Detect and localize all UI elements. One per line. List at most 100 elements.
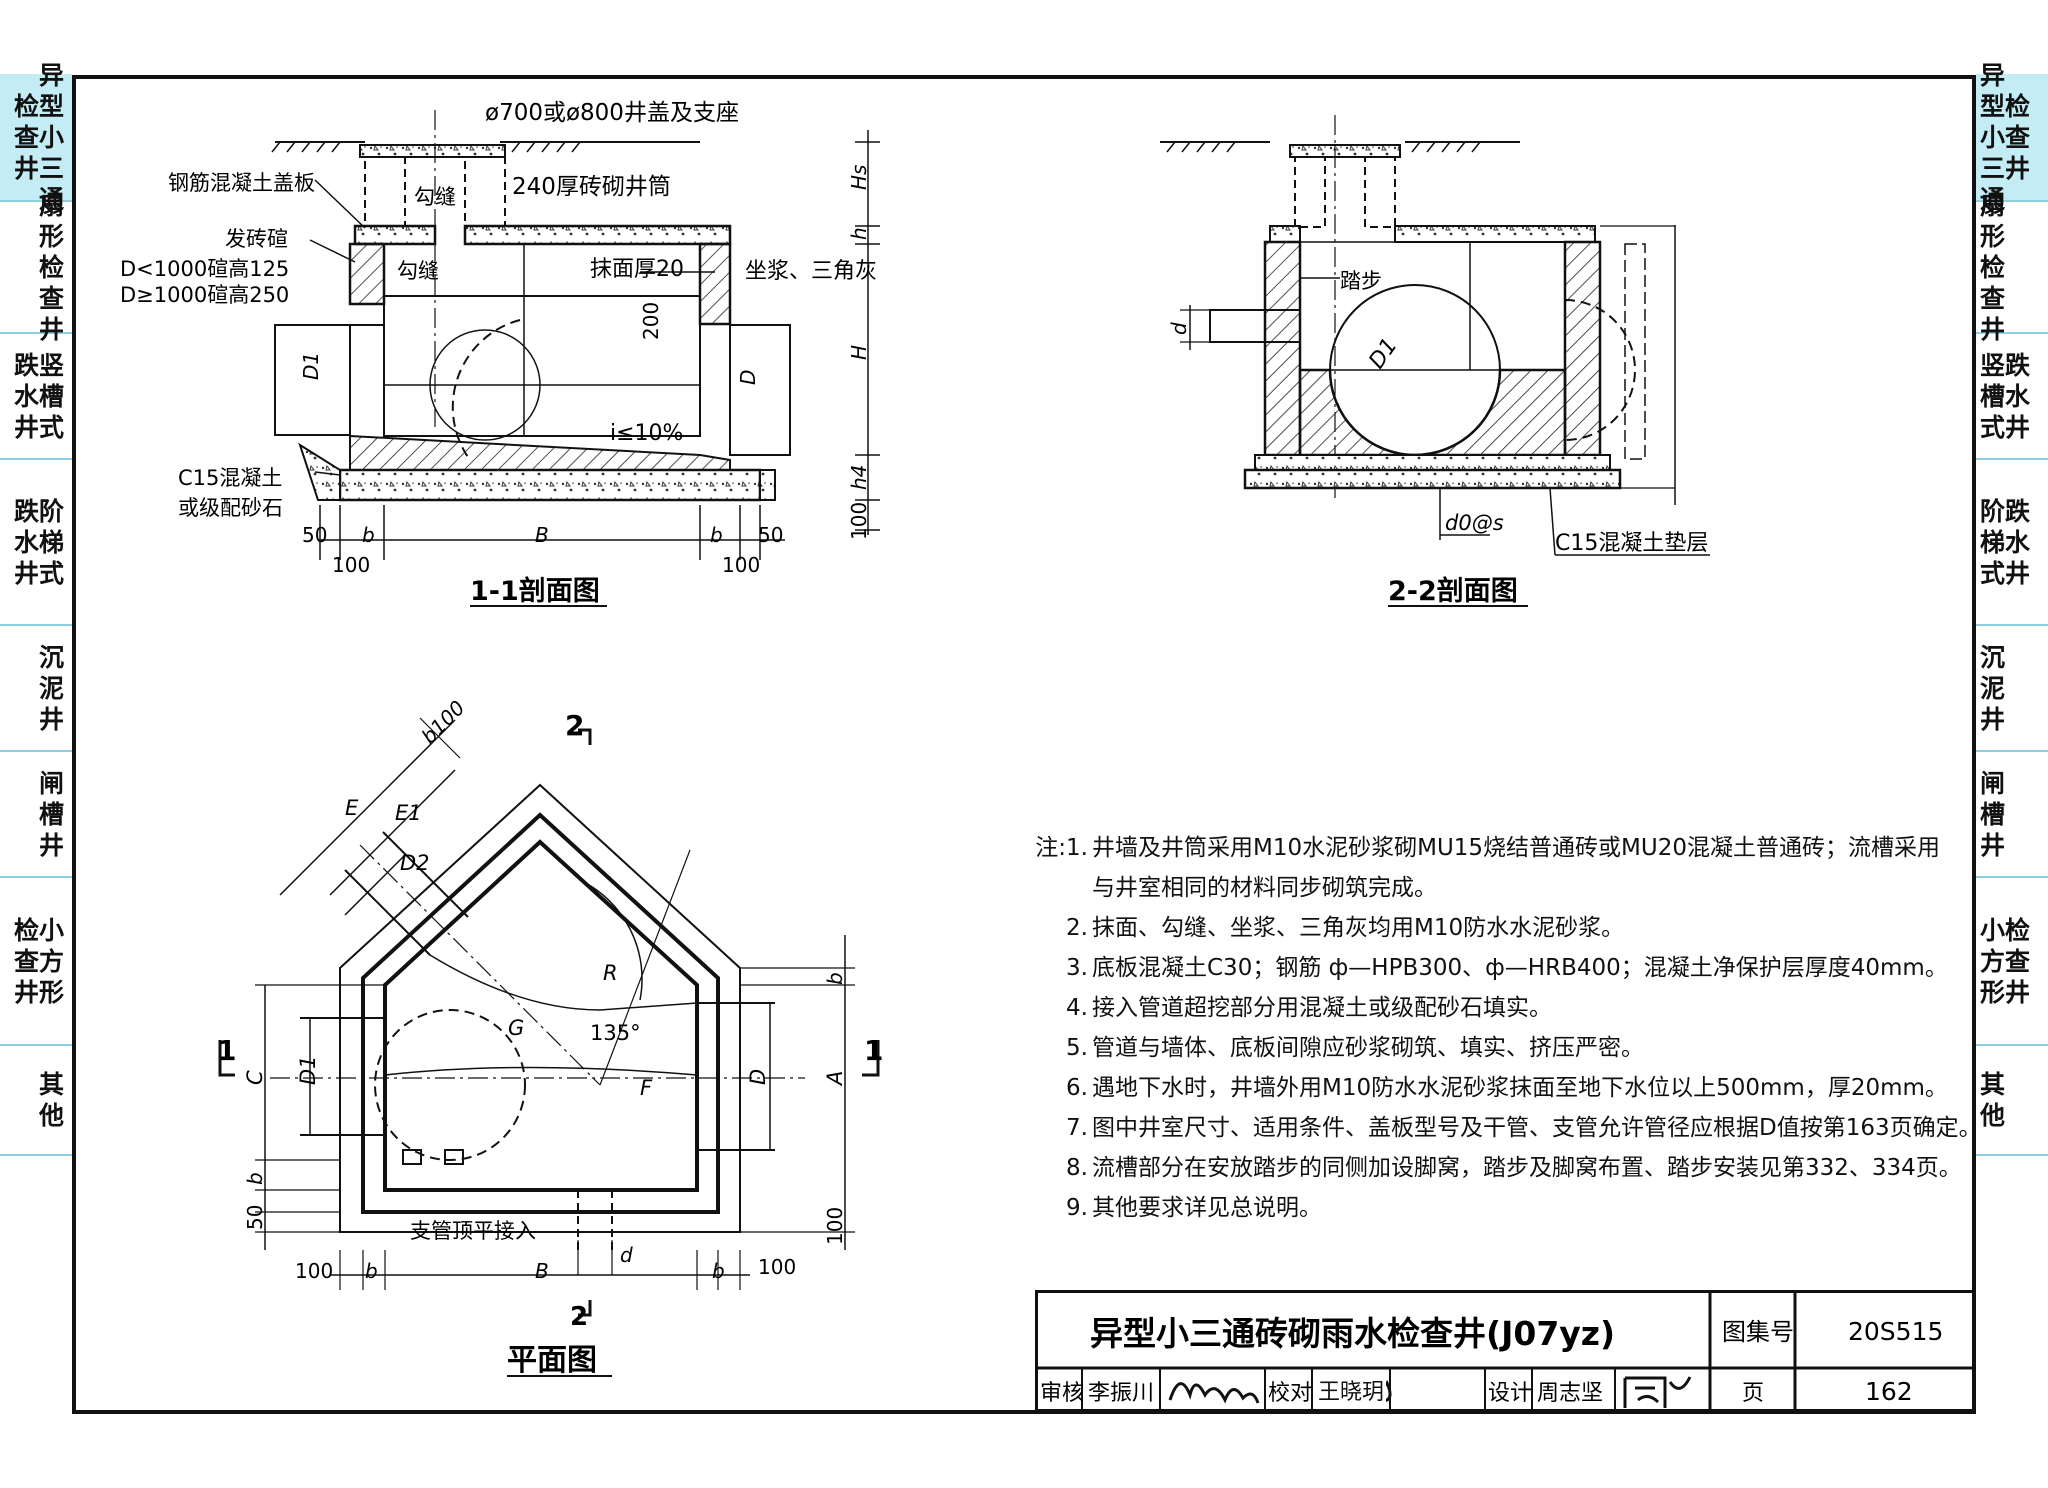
note-text: 与井室相同的材料同步砌筑完成。 <box>1092 875 1437 901</box>
design-label: 设计 <box>1488 1381 1532 1406</box>
s11-base-label-2: 或级配砂石 <box>178 496 283 520</box>
plan-dim-R: R <box>603 961 618 985</box>
note-item: 与井室相同的材料同步砌筑完成。 <box>1020 868 1920 908</box>
side-tab-5[interactable]: 沉 泥 井 <box>0 626 72 752</box>
note-number: 9. <box>1066 1195 1088 1221</box>
plan-dim-b-br: b <box>712 1259 725 1283</box>
side-tab-1[interactable]: 异 检型 查小 井三 通 <box>0 61 72 214</box>
s11-dim-h4: h4 <box>847 465 871 490</box>
s11-dim-b-50l: 50 <box>302 523 327 547</box>
side-tab-7[interactable]: 小检 方查 形井 <box>1976 878 2048 1046</box>
s11-dim-200: 200 <box>639 302 663 340</box>
side-tab-3[interactable]: 竖跌 槽水 式井 <box>1976 334 2048 460</box>
note-text: 抹面、勾缝、坐浆、三角灰均用M10防水水泥砂浆。 <box>1092 915 1625 941</box>
side-tab-4[interactable]: 阶跌 梯水 式井 <box>1976 460 2048 626</box>
s11-dim-b-l: b <box>362 523 375 547</box>
s11-dim-B: B <box>535 523 549 547</box>
plan-dim-b-left: b <box>243 1172 267 1185</box>
s11-cover-label: ø700或ø800井盖及支座 <box>485 100 739 126</box>
s11-dim-D: D <box>736 370 760 385</box>
checker-name-html: 王晓玥 <box>1316 1374 1387 1406</box>
title-block-grid <box>1035 1290 1974 1412</box>
note-number: 8. <box>1066 1155 1088 1181</box>
signature-designer <box>1623 1376 1692 1408</box>
note-item: 6.遇地下水时，井墙外用M10防水水泥砂浆抹面至地下水位以上500mm，厚20m… <box>1020 1068 1948 1108</box>
note-item: 7.图中井室尺寸、适用条件、盖板型号及干管、支管允许管径应根据D值按第163页确… <box>1020 1108 1982 1148</box>
plan-dim-100v: 100 <box>823 1207 847 1245</box>
plan-branch-label: 支管顶平接入 <box>410 1219 536 1243</box>
review-label: 审核 <box>1040 1381 1084 1406</box>
title-text: 异型小三通砖砌雨水检查井(J07yz) <box>1090 1314 1615 1353</box>
s11-dim-h: h <box>847 227 871 240</box>
note-number: 3. <box>1066 955 1088 981</box>
s11-slope-label: i≤10% <box>610 421 683 446</box>
reviewer-name: 李振川 <box>1088 1381 1154 1406</box>
note-number: 6. <box>1066 1075 1088 1101</box>
atlas-no: 20S515 <box>1848 1317 1943 1346</box>
plan-dim-b-right: b <box>823 972 847 985</box>
plan-mark-2-bottom: 2 <box>570 1302 588 1332</box>
plan-dim-D2: D2 <box>400 851 430 875</box>
note-item: 2.抹面、勾缝、坐浆、三角灰均用M10防水水泥砂浆。 <box>1020 908 1920 948</box>
section-1-1 <box>271 110 880 560</box>
note-number: 注:1. <box>1035 835 1088 861</box>
s11-arch-rule-1: D<1000碹高125 <box>120 257 289 281</box>
s11-dim-H: H <box>847 345 871 360</box>
s22-caption: 2-2剖面图 <box>1388 575 1518 607</box>
signature-reviewer <box>1168 1382 1260 1404</box>
s22-dim-d: d <box>1167 322 1191 335</box>
side-tab-3[interactable]: 跌竖 水槽 井式 <box>0 334 72 460</box>
side-tab-6[interactable]: 闸 槽 井 <box>1976 752 2048 878</box>
s11-dim-100r: 100 <box>722 553 760 577</box>
s11-arch-label: 发砖碹 <box>225 227 288 251</box>
note-item: 9.其他要求详见总说明。 <box>1020 1188 1920 1228</box>
note-text: 其他要求详见总说明。 <box>1092 1195 1322 1221</box>
s22-dim-D1: D1 <box>1364 334 1402 374</box>
s22-base-label: C15混凝土垫层 <box>1555 531 1708 556</box>
plan-mark-2-top: 2 <box>565 709 584 742</box>
plan-angle: 135° <box>590 1021 641 1045</box>
plan-dim-b-bl: b <box>365 1259 378 1283</box>
side-tab-8[interactable]: 其 他 <box>1976 1046 2048 1156</box>
atlas-label: 图集号 <box>1722 1318 1794 1346</box>
side-tabs-right: 异 型检 小查 三井 通扇 形 检 查 井竖跌 槽水 式井阶跌 梯水 式井沉 泥… <box>1976 61 2048 1156</box>
note-item: 注:1.井墙及井筒采用M10水泥砂浆砌MU15烧结普通砖或MU20混凝土普通砖；… <box>1020 828 1940 868</box>
plan-view <box>218 717 880 1317</box>
plan-dim-D1: D1 <box>296 1055 320 1085</box>
notes-section: 注:1.井墙及井筒采用M10水泥砂浆砌MU15烧结普通砖或MU20混凝土普通砖；… <box>1020 828 1982 1228</box>
side-tab-8[interactable]: 其 他 <box>0 1046 72 1156</box>
plan-dim-C: C <box>243 1070 267 1085</box>
side-tab-1[interactable]: 异 型检 小查 三井 通 <box>1976 61 2048 214</box>
s22-rebar-label: d0@s <box>1445 511 1504 535</box>
plan-dim-G: G <box>508 1016 524 1040</box>
plan-mark-1-left: 1 <box>217 1034 236 1067</box>
sheet-border <box>72 75 1976 1414</box>
s11-plaster-label: 抹面厚20 <box>590 257 684 282</box>
s11-caption: 1-1剖面图 <box>470 575 600 607</box>
side-tab-7[interactable]: 检小 查方 井形 <box>0 878 72 1046</box>
plan-mark-1-right: 1 <box>864 1034 883 1067</box>
side-tab-4[interactable]: 跌阶 水梯 井式 <box>0 460 72 626</box>
note-text: 流槽部分在安放踏步的同侧加设脚窝，踏步及脚窝布置、踏步安装见第332、334页。 <box>1092 1155 1962 1181</box>
plan-caption: 平面图 <box>507 1343 597 1378</box>
plan-dim-100r: 100 <box>758 1255 796 1279</box>
note-number: 2. <box>1066 915 1088 941</box>
side-tab-5[interactable]: 沉 泥 井 <box>1976 626 2048 752</box>
side-tab-6[interactable]: 闸 槽 井 <box>0 752 72 878</box>
s11-shaft-label: 240厚砖砌井筒 <box>512 174 671 200</box>
plan-dim-E1: E1 <box>395 801 422 825</box>
section-2-2 <box>1160 115 1710 556</box>
s11-dim-100v: 100 <box>847 502 871 540</box>
note-text: 接入管道超挖部分用混凝土或级配砂石填实。 <box>1092 995 1552 1021</box>
page-no: 162 <box>1865 1377 1913 1406</box>
s11-joint-label-2: 勾缝 <box>397 259 439 283</box>
check-label: 校对 <box>1268 1381 1312 1406</box>
plan-dim-A: A <box>823 1071 847 1087</box>
plan-dim-E: E <box>345 796 359 820</box>
s22-step-label: 踏步 <box>1340 269 1382 293</box>
page-label: 页 <box>1742 1381 1764 1406</box>
s11-dim-100l: 100 <box>332 553 370 577</box>
designer-name: 周志坚 <box>1537 1381 1603 1406</box>
plan-dim-F: F <box>640 1076 653 1100</box>
